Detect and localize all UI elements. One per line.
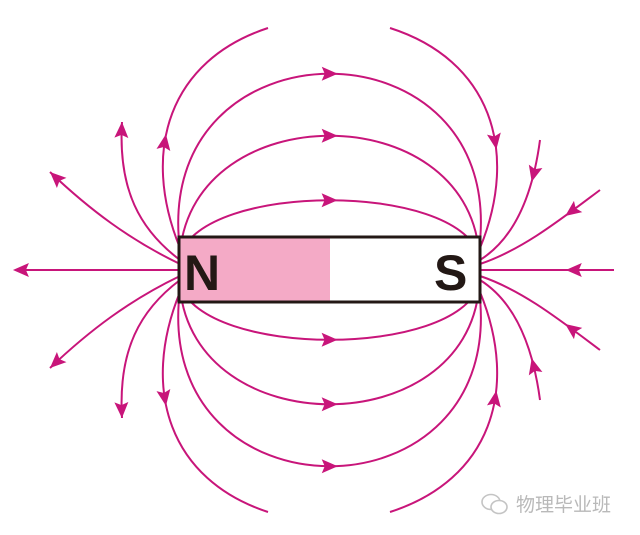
arrowhead-icon <box>486 390 501 408</box>
bar-magnet: N S <box>177 235 482 304</box>
field-line <box>49 275 181 369</box>
arrowhead-icon <box>321 332 338 347</box>
watermark-text: 物理毕业班 <box>516 494 612 516</box>
field-line <box>49 171 181 265</box>
arrowhead-icon <box>49 172 67 189</box>
arrowhead-icon <box>565 200 583 216</box>
arrowhead-icon <box>321 397 338 412</box>
field-line <box>479 279 541 401</box>
south-label: S <box>434 245 467 301</box>
field-line <box>161 27 269 249</box>
arrowhead-icon <box>565 263 582 277</box>
field-line <box>179 287 480 406</box>
field-line <box>120 121 181 261</box>
arrowhead-icon <box>486 132 501 150</box>
field-line <box>177 289 482 468</box>
arrowhead-icon <box>114 401 129 419</box>
arrowhead-icon <box>114 121 129 139</box>
arrowhead-icon <box>528 358 543 376</box>
arrowhead-icon <box>156 388 171 406</box>
field-line <box>479 189 601 265</box>
arrowhead-icon <box>565 324 583 340</box>
field-line <box>389 291 499 513</box>
magnet-outline <box>177 235 482 304</box>
field-line <box>479 275 601 351</box>
arrowhead-icon <box>156 134 171 152</box>
arrowhead-icon <box>321 193 338 208</box>
field-line <box>177 72 482 251</box>
field-line <box>120 279 181 419</box>
field-line <box>389 27 499 249</box>
field-line <box>179 134 480 253</box>
wechat-icon <box>481 493 508 514</box>
arrowhead-icon <box>49 351 67 368</box>
arrowhead-icon <box>321 66 338 81</box>
arrowhead-icon <box>528 164 543 182</box>
arrowhead-icon <box>321 459 338 474</box>
watermark: 物理毕业班 <box>480 490 611 517</box>
arrowhead-icon <box>321 128 338 143</box>
north-half <box>180 238 330 301</box>
north-label: N <box>184 245 220 301</box>
south-half <box>330 238 479 301</box>
arrowhead-icon <box>12 263 29 277</box>
field-line <box>161 291 269 513</box>
field-line <box>479 139 541 261</box>
